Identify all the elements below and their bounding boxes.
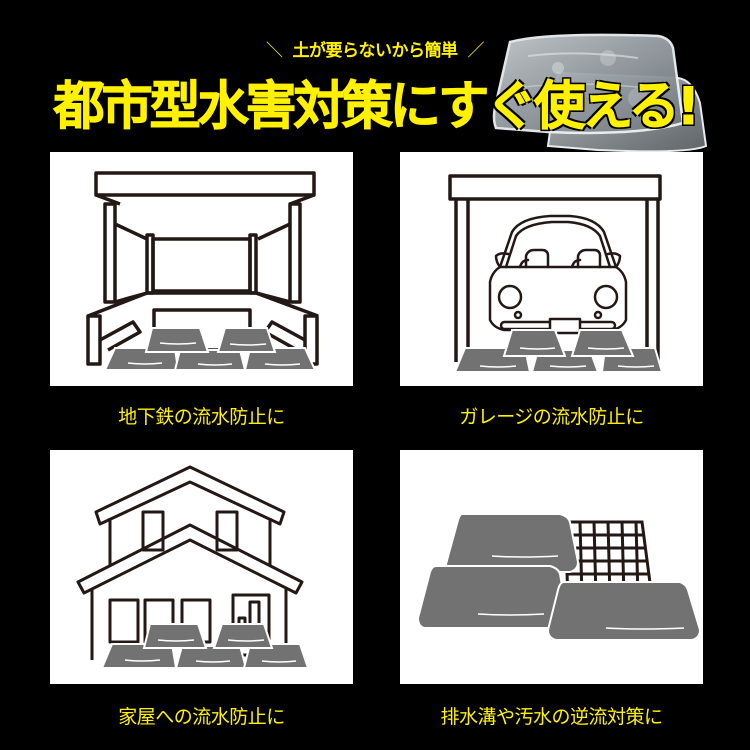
product-image <box>488 28 710 158</box>
caption-house: 家屋への流水防止に <box>118 706 285 728</box>
drain-grate-icon <box>416 513 702 641</box>
subtitle-text: 土が要らないから簡単 <box>292 40 459 61</box>
subway-entrance-icon <box>86 171 319 371</box>
house-icon <box>76 465 310 669</box>
headline: 都市型水害対策にすぐ使える! <box>0 66 750 137</box>
garage-car-icon <box>448 174 664 373</box>
panel-subway <box>50 152 353 386</box>
subtitle-left-mark: ＼ <box>266 40 283 61</box>
panel-garage <box>400 152 703 386</box>
panel-drain <box>400 450 703 684</box>
headline-text: 都市型水害対策にすぐ使える! <box>53 76 700 137</box>
panel-house <box>50 450 353 684</box>
caption-drain: 排水溝や汚水の逆流対策に <box>440 706 663 728</box>
subtitle-right-mark: ／ <box>467 40 485 61</box>
subtitle: ＼ 土が要らないから簡単 ／ <box>250 35 500 61</box>
sandbag-product-icon <box>492 33 708 153</box>
caption-subway: 地下鉄の流水防止に <box>118 406 285 428</box>
caption-garage: ガレージの流水防止に <box>459 406 644 428</box>
